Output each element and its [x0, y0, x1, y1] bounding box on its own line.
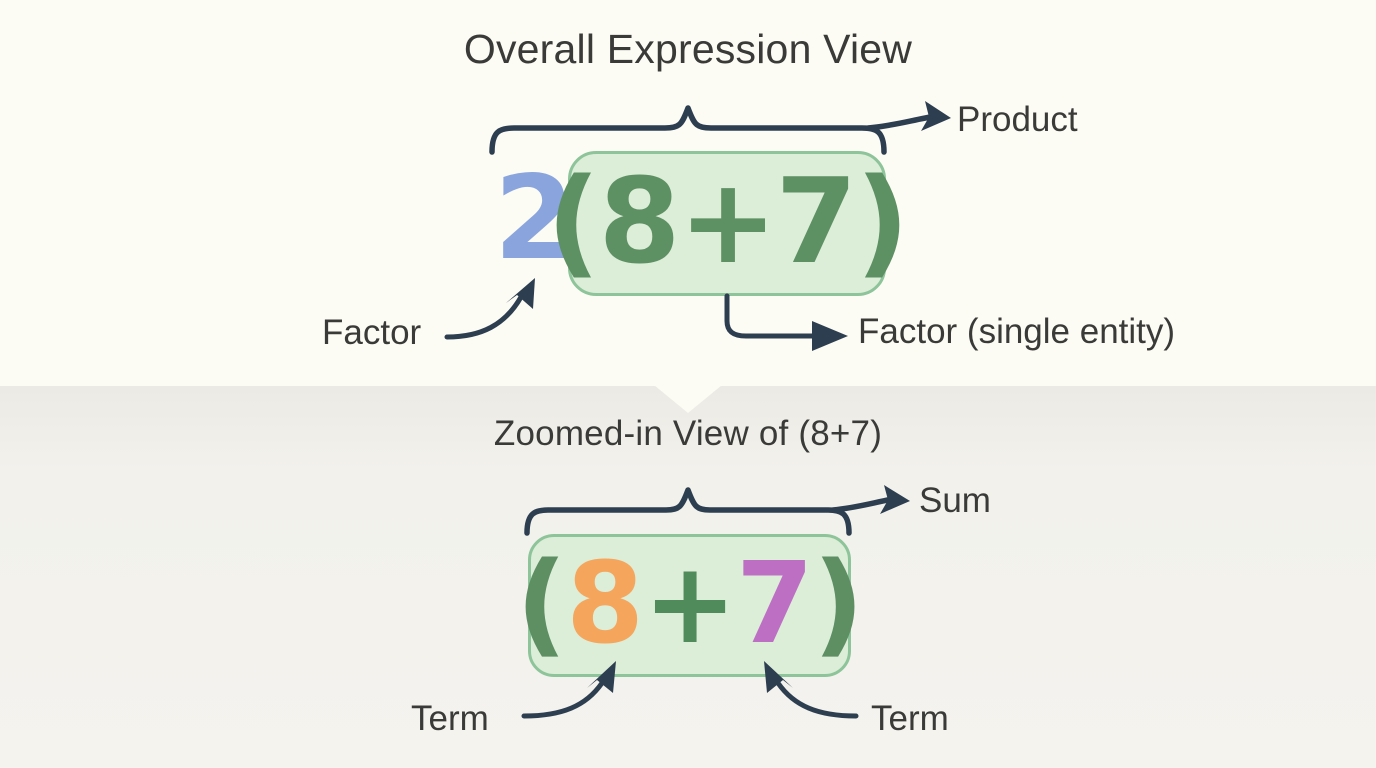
- grouped-expression-text: (8+7): [546, 151, 910, 290]
- zoomed-expression-text: ( 8 + 7 ): [515, 538, 864, 669]
- coefficient-factor: 2: [494, 151, 575, 286]
- term-eight: 8: [566, 538, 644, 669]
- page-title-zoomed: Zoomed-in View of (8+7): [493, 414, 883, 453]
- label-term-left: Term: [411, 699, 489, 738]
- label-term-right: Term: [871, 699, 949, 738]
- page-title-overall: Overall Expression View: [463, 26, 913, 72]
- grouped-expression-box: (8+7): [547, 151, 909, 296]
- label-product: Product: [957, 100, 1078, 139]
- open-paren: (: [515, 538, 567, 669]
- zoomed-expression-box: ( 8 + 7 ): [516, 534, 864, 677]
- label-factor-right: Factor (single entity): [858, 312, 1176, 351]
- term-seven: 7: [735, 538, 814, 669]
- label-sum: Sum: [919, 481, 991, 520]
- plus-operator: +: [643, 538, 737, 669]
- triangle-down-icon: [654, 385, 722, 413]
- label-factor-left: Factor: [322, 313, 422, 352]
- close-paren: ): [812, 538, 864, 669]
